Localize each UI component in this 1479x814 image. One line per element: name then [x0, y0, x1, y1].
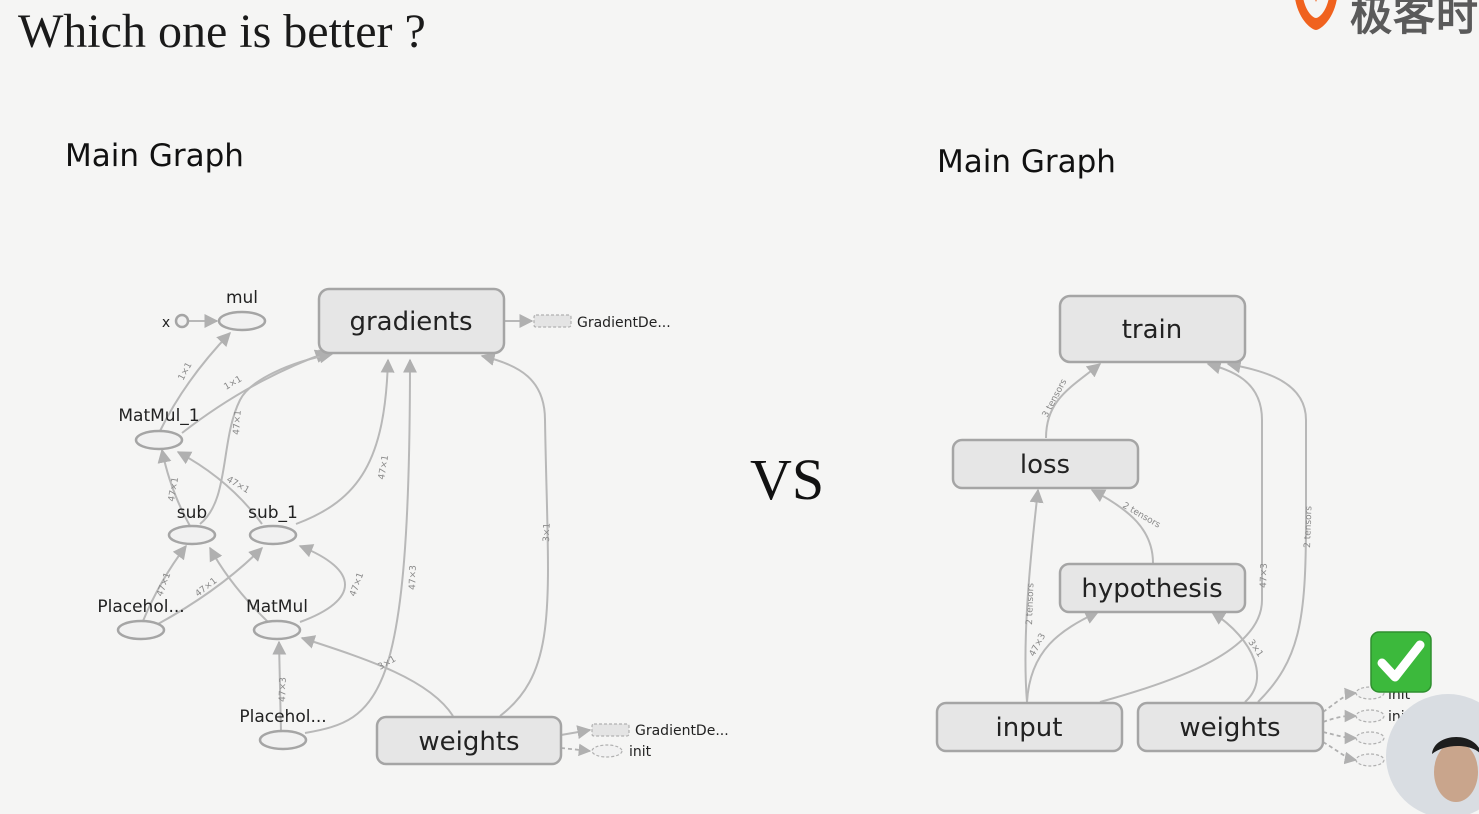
geekbang-logo-icon: [1295, 0, 1337, 30]
node-init-right-2[interactable]: [1355, 709, 1385, 723]
node-gradients-label: gradients: [349, 307, 472, 337]
node-matmul[interactable]: [252, 619, 302, 641]
edge-placeholder-sub1: [157, 547, 263, 625]
node-train-label: train: [1122, 315, 1183, 345]
edge-matmul-sub1: [298, 544, 346, 623]
graphs-canvas: 1×1 1×1 47×1 47×1 47×1 47×1 47×1 47×1 47…: [97, 287, 1411, 767]
edge-label: 47×3: [1259, 563, 1270, 588]
edge-weights-gradients: [480, 352, 549, 717]
node-gradient-descent-2[interactable]: [591, 723, 630, 737]
node-sub-label: sub: [177, 503, 207, 523]
edge-weights-train: [1226, 359, 1307, 703]
node-placeholder-b-label: Placehol...: [239, 707, 326, 727]
node-placeholder-a[interactable]: [116, 619, 166, 641]
left-graph-nodes: gradients weights x mul MatMul_1 sub sub…: [97, 287, 729, 766]
edge-placeholder2-matmul: [272, 640, 287, 733]
edge-weights-init-2: [1322, 709, 1358, 723]
node-sub-1-label: sub_1: [248, 503, 298, 523]
edge-label: 2 tensors: [1303, 506, 1314, 549]
node-mul[interactable]: [217, 310, 267, 332]
edge-weights-init-4: [1322, 741, 1358, 765]
left-graph-title: Main Graph: [65, 138, 244, 174]
node-train[interactable]: [1058, 294, 1247, 364]
node-init-left[interactable]: [591, 744, 623, 758]
edge-weights-init-3: [1322, 731, 1358, 745]
node-weights-right-label: weights: [1179, 713, 1280, 743]
edge-label: 47×1: [225, 475, 251, 496]
node-hypothesis-label: hypothesis: [1081, 574, 1222, 604]
node-init-right-4[interactable]: [1355, 753, 1385, 767]
right-graph-edges: [1024, 359, 1358, 765]
node-init-left-label: init: [629, 744, 652, 760]
logo-text: 极客时: [1350, 0, 1479, 40]
edge-label: 1×1: [223, 374, 244, 392]
edge-matmul1-mul: [159, 331, 231, 432]
node-weights-right[interactable]: [1136, 701, 1325, 753]
edge-label: 2 tensors: [1025, 583, 1036, 626]
node-init-right-3[interactable]: [1355, 731, 1385, 745]
node-hypothesis[interactable]: [1058, 562, 1247, 614]
edge-sub1-matmul1: [176, 451, 263, 525]
edge-label: 3 tensors: [1041, 377, 1070, 419]
node-x[interactable]: [174, 313, 190, 329]
node-x-label: x: [162, 315, 170, 331]
node-placeholder-a-label: Placehol...: [97, 597, 184, 617]
node-weights-left[interactable]: [375, 715, 563, 766]
node-sub-1[interactable]: [248, 524, 298, 546]
edge-label: 47×1: [377, 454, 391, 480]
edge-loss-train: [1045, 363, 1102, 439]
edge-input-loss: [1024, 488, 1044, 703]
node-weights-left-label: weights: [418, 727, 519, 757]
node-gradient-descent-1-label: GradientDe...: [577, 315, 671, 331]
node-input-label: input: [996, 713, 1063, 743]
node-mul-label: mul: [226, 288, 258, 308]
node-sub[interactable]: [167, 524, 217, 546]
node-matmul-label: MatMul: [246, 597, 308, 617]
edge-label: 47×1: [348, 571, 366, 598]
edge-sub-matmul1: [157, 448, 191, 527]
node-loss[interactable]: [951, 438, 1140, 490]
edge-weights-init: [560, 743, 592, 757]
edge-input-train: [1099, 360, 1263, 703]
left-graph-edges: [142, 314, 592, 757]
node-matmul-1-label: MatMul_1: [118, 406, 199, 426]
edge-placeholder2-gradients: [304, 358, 417, 734]
edge-sub1-gradients: [295, 358, 395, 525]
edge-hypothesis-loss: [1090, 489, 1154, 564]
right-edge-labels: 3 tensors 2 tensors 2 tensors 47×3 47×3 …: [1025, 377, 1314, 659]
edge-label: 3×1: [377, 654, 398, 672]
right-graph-title: Main Graph: [937, 144, 1116, 180]
node-placeholder-b[interactable]: [258, 729, 308, 751]
node-loss-label: loss: [1020, 450, 1070, 480]
presenter-avatar: [1386, 694, 1479, 814]
edge-label: 47×1: [167, 476, 181, 502]
slide-title: Which one is better ?: [18, 5, 426, 58]
node-matmul-1[interactable]: [134, 429, 184, 451]
check-mark-icon: [1370, 631, 1432, 693]
edge-placeholder-sub: [142, 544, 187, 622]
edge-label: 47×1: [155, 571, 173, 598]
edge-weights-matmul: [300, 635, 454, 717]
edge-label: 47×3: [408, 565, 419, 590]
node-gradients[interactable]: [317, 287, 506, 355]
edge-sub-gradients: [199, 349, 334, 525]
edge-label: 47×3: [1028, 632, 1048, 659]
edge-matmul-sub: [209, 546, 269, 623]
edge-weights-hypothesis: [1210, 611, 1259, 703]
edge-weights-init-1: [1322, 687, 1358, 713]
right-graph-nodes: train loss hypothesis input weights init…: [935, 294, 1411, 767]
edge-weights-gd: [560, 725, 592, 740]
edge-input-hypothesis: [1026, 611, 1100, 703]
left-edge-labels: 1×1 1×1 47×1 47×1 47×1 47×1 47×1 47×1 47…: [155, 361, 552, 702]
edge-label: 3×1: [542, 523, 553, 542]
node-input[interactable]: [935, 701, 1124, 753]
vs-label: VS: [750, 447, 825, 512]
node-gradient-descent-2-label: GradientDe...: [635, 723, 729, 739]
edge-label: 47×1: [232, 410, 244, 435]
edge-label: 47×3: [278, 677, 289, 702]
node-gradient-descent-1[interactable]: [533, 314, 572, 328]
